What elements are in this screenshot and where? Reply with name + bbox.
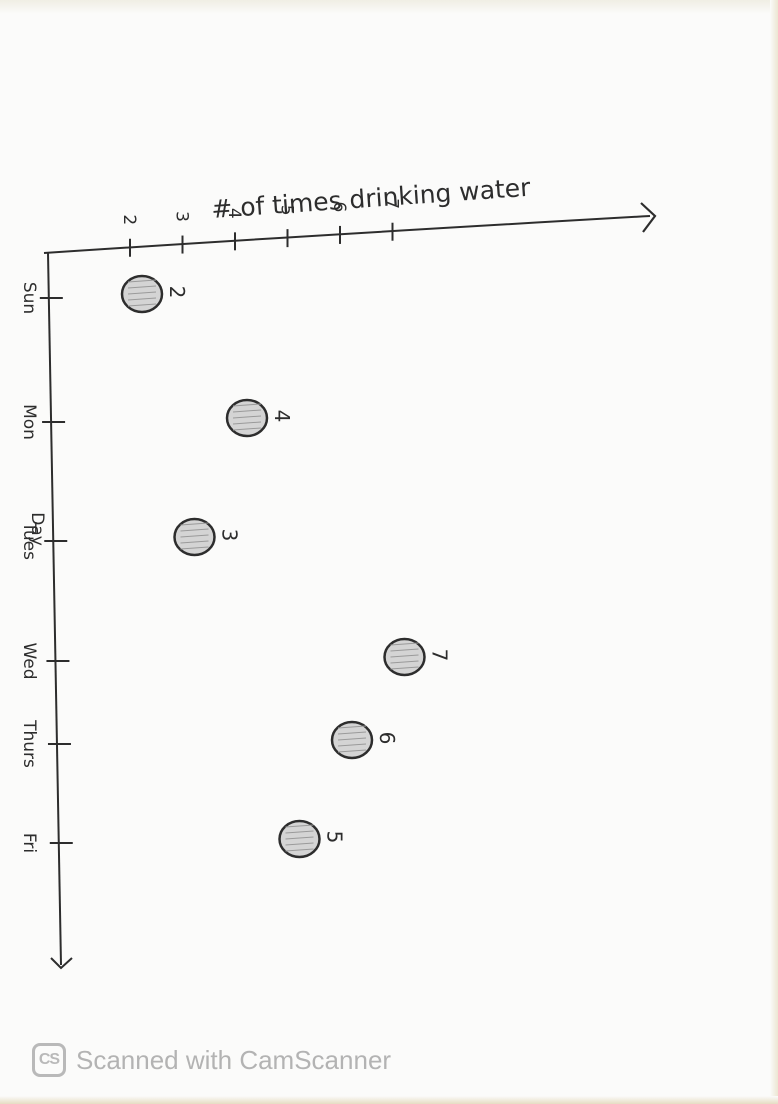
x-tick-label: 6 [329, 202, 349, 213]
point-shading [232, 421, 262, 425]
point-shading [337, 743, 367, 747]
x-tick-label: 4 [224, 208, 244, 219]
point-shading [180, 528, 209, 532]
x-axis-arrow [640, 202, 657, 233]
point-shading [285, 836, 314, 840]
data-label: 7 [428, 649, 452, 662]
paper-edge-right [770, 0, 778, 1104]
axes [43, 202, 657, 970]
y-axis-arrow [50, 957, 73, 970]
y-tick-label: Wed [19, 642, 39, 679]
point-shading [180, 540, 209, 544]
point-shading [337, 737, 367, 741]
data-point [225, 398, 269, 438]
x-axis-line [43, 215, 651, 254]
point-shading [390, 654, 419, 658]
point-shading [390, 666, 419, 670]
watermark-text: Scanned with CamScanner [76, 1044, 392, 1075]
point-shading [390, 642, 419, 646]
x-ticks: 2 3 4 5 6 7 [119, 198, 402, 257]
point-shading [180, 522, 209, 526]
data-point [120, 274, 164, 314]
point-shading [232, 415, 262, 419]
data-point [278, 819, 321, 859]
x-tick-label: 3 [172, 211, 192, 222]
point-shading [337, 731, 367, 735]
paper-edge-top [0, 0, 778, 14]
point-shading [390, 648, 419, 652]
paper-edge-bottom [0, 1096, 778, 1104]
data-label: 2 [165, 286, 189, 299]
point-shading [127, 285, 157, 289]
data-label: 6 [375, 732, 399, 745]
data-point [330, 720, 374, 760]
y-tick-label: Mon [19, 404, 39, 440]
data-label: 5 [323, 831, 347, 844]
y-tick-label: Fri [19, 833, 39, 853]
point-shading [390, 660, 419, 664]
point-shading [180, 534, 209, 538]
point-shading [285, 848, 314, 852]
point-shading [232, 427, 262, 431]
y-axis-line [47, 252, 62, 966]
data-point [173, 517, 216, 557]
point-shading [127, 291, 157, 295]
point-shading [232, 409, 262, 413]
point-shading [232, 403, 262, 407]
point-shading [285, 830, 314, 834]
point-shading [337, 725, 367, 729]
data-label: 4 [270, 410, 294, 423]
x-tick-label: 7 [382, 198, 402, 209]
x-axis-label: # of times drinking water [210, 173, 532, 224]
x-tick-label: 2 [119, 214, 139, 225]
point-shading [180, 546, 209, 550]
point-shading [127, 279, 157, 283]
y-tick-label: Thurs [19, 719, 39, 768]
camscanner-watermark: CS Scanned with CamScanner [32, 1040, 391, 1080]
hand-drawn-scatter-chart: # of times drinking water 2 3 4 5 6 7 SunMonT… [19, 173, 657, 970]
point-shading [337, 749, 367, 753]
point-shading [127, 303, 157, 307]
camscanner-logo: CS [32, 1043, 66, 1077]
point-shading [127, 297, 157, 301]
point-shading [285, 842, 314, 846]
data-point [383, 637, 426, 677]
data-points: 2 4 3 7 6 5 [120, 274, 452, 859]
y-axis-label: Day [27, 512, 47, 546]
y-tick-label: Sun [19, 282, 39, 314]
x-tick-label: 5 [277, 205, 297, 216]
y-tick-label: Tues [19, 521, 39, 560]
point-shading [285, 824, 314, 828]
data-label: 3 [218, 529, 242, 542]
